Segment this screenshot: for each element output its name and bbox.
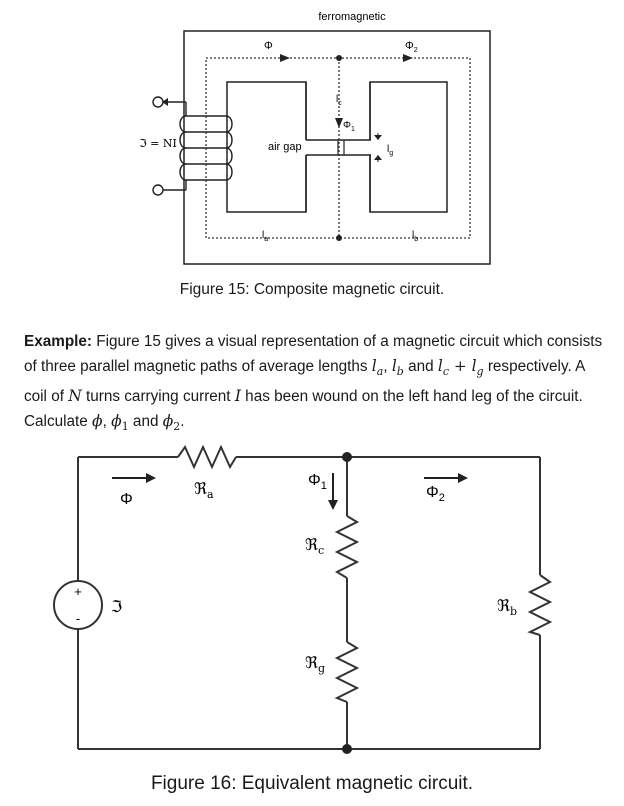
flux-path bbox=[205, 57, 471, 239]
label-lc: lc bbox=[336, 94, 342, 107]
label-phi2: Φ2 bbox=[405, 40, 418, 54]
label-lg: lg bbox=[387, 144, 393, 157]
mmf-source bbox=[53, 580, 103, 630]
figure-16-caption: Figure 16: Equivalent magnetic circuit. bbox=[150, 773, 474, 794]
flux-arrow-phi bbox=[280, 54, 290, 62]
example-text: Figure 15 gives a visual representation … bbox=[24, 333, 603, 375]
flux-arrow-phi1 bbox=[335, 118, 343, 128]
label-phi1: Φ1 bbox=[343, 120, 355, 133]
resistor-rc bbox=[334, 515, 360, 579]
junction-bottom bbox=[342, 744, 352, 754]
figure-16-diagram: + - ℑ Φ ℜa Φ1 Φ2 ℜc ℜg ℜb bbox=[53, 444, 553, 754]
label-ra: ℜa bbox=[194, 479, 214, 501]
source-plus: + bbox=[74, 584, 82, 599]
label-rg: ℜg bbox=[305, 653, 325, 675]
coil-winding bbox=[179, 102, 233, 190]
example-heading: Example: bbox=[24, 333, 93, 350]
label-lb: lb bbox=[412, 230, 418, 243]
example-paragraph: Example: Figure 15 gives a visual repres… bbox=[24, 333, 603, 434]
resistor-rg bbox=[334, 641, 360, 703]
label-ferromagnetic: ferromagnetic bbox=[318, 11, 386, 23]
label-mmf: ℑ = NI bbox=[139, 137, 177, 150]
junction-top bbox=[342, 452, 352, 462]
label-phi2: Φ2 bbox=[426, 484, 445, 504]
figure-15-caption: Figure 15: Composite magnetic circuit. bbox=[179, 281, 445, 298]
label-source: ℑ bbox=[111, 597, 122, 616]
label-la: la bbox=[262, 230, 268, 243]
label-rb: ℜb bbox=[497, 596, 517, 618]
core-window-right bbox=[369, 81, 448, 213]
coil-terminal-bottom bbox=[152, 184, 164, 196]
resistor-rb bbox=[527, 574, 553, 636]
source-minus: - bbox=[76, 611, 80, 626]
coil-terminal-top bbox=[152, 96, 164, 108]
label-rc: ℜc bbox=[305, 535, 324, 557]
label-phi: Φ bbox=[264, 40, 273, 52]
label-phi: Φ bbox=[120, 491, 133, 508]
resistor-ra bbox=[177, 444, 237, 470]
label-phi1: Φ1 bbox=[308, 472, 327, 492]
flux-arrow-phi2 bbox=[403, 54, 413, 62]
figure-15-diagram: ferromagnetic Φ Φ2 lc Φ1 lg air gap la l… bbox=[139, 11, 491, 265]
label-air-gap: air gap bbox=[268, 141, 302, 153]
